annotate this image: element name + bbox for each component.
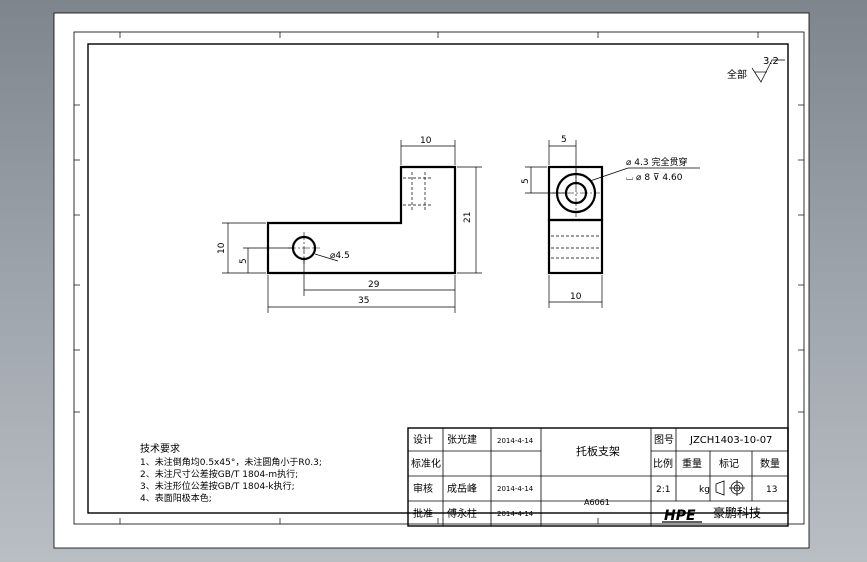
- tb-approve-name: 傅永柱: [447, 507, 477, 520]
- technical-notes: 技术要求 1、未注倒角均0.5x45°，未注圆角小于R0.3; 2、未注尺寸公差…: [140, 442, 322, 504]
- dim-side-width: 10: [570, 292, 582, 302]
- company-logo: HPE: [662, 508, 702, 524]
- dim-side-hole-height: 5: [521, 178, 531, 184]
- tb-design-name: 张光建: [447, 433, 477, 446]
- notes-title: 技术要求: [140, 442, 180, 455]
- notes-line-1: 1、未注倒角均0.5x45°，未注圆角小于R0.3;: [140, 456, 322, 468]
- sheet-paper: [53, 12, 810, 549]
- notes-line-3: 3、未注形位公差按GB/T 1804-k执行;: [140, 480, 295, 492]
- title-block: 设计 张光建 2014-4-14 标准化 审核 成岳峰 2014-4-14 批准…: [407, 427, 789, 527]
- tb-qty-label: 数量: [760, 457, 780, 470]
- zone-ticks: [74, 32, 804, 524]
- side-hole-callout-2: ⌴ ⌀ 8 ⊽ 4.60: [626, 173, 683, 183]
- tb-qty: 13: [766, 485, 777, 495]
- tb-check-date: 2014-4-14: [497, 485, 534, 493]
- notes-line-2: 2、未注尺寸公差按GB/T 1804-m执行;: [140, 468, 298, 480]
- dim-front-total-height: 21: [463, 212, 473, 223]
- tb-weight-label: 重量: [682, 457, 702, 470]
- tb-design-label: 设计: [413, 433, 433, 446]
- roughness-value: 3.2: [763, 56, 779, 67]
- dim-front-left-height: 10: [217, 242, 227, 254]
- dim-front-hole-offset: 29: [368, 280, 380, 290]
- tb-approve-date: 2014-4-14: [497, 510, 534, 518]
- tb-approve-label: 批准: [413, 507, 433, 520]
- tb-weight-unit: kg: [699, 485, 710, 495]
- tb-design-date: 2014-4-14: [497, 437, 534, 445]
- tb-mark-label: 标记: [719, 458, 739, 470]
- dim-front-hole-height: 5: [239, 258, 249, 264]
- tb-drawing-no: JZCH1403-10-07: [689, 435, 772, 446]
- tb-company: 豪鹏科技: [713, 505, 761, 520]
- side-view: 5 5 10 ⌀ 4.3 完全贯穿 ⌴ ⌀ 8 ⊽ 4.60: [521, 135, 700, 308]
- logo-text: HPE: [664, 508, 696, 524]
- tb-material: A6061: [584, 498, 610, 507]
- roughness-symbol: 全部 3.2: [727, 56, 785, 83]
- front-hole-dia: ⌀4.5: [330, 251, 350, 261]
- dim-front-total-width: 35: [358, 296, 369, 306]
- tb-std-label: 标准化: [411, 457, 441, 470]
- dim-front-top-width: 10: [420, 136, 432, 146]
- tb-check-label: 审核: [413, 482, 433, 495]
- roughness-label: 全部: [727, 68, 747, 81]
- front-view: 10 10 5 21 29 35 ⌀4.5: [217, 136, 482, 313]
- dim-side-top-width: 5: [561, 135, 567, 145]
- projection-symbol-icon: [715, 480, 745, 496]
- tb-scale-label: 比例: [653, 457, 673, 470]
- notes-line-4: 4、表面阳极本色;: [140, 492, 212, 504]
- sheet-outer-frame: [73, 31, 805, 525]
- tb-check-name: 成岳峰: [447, 483, 477, 495]
- tb-scale: 2:1: [656, 485, 670, 495]
- side-hole-callout-1: ⌀ 4.3 完全贯穿: [626, 156, 687, 168]
- front-view-outline: [266, 165, 457, 275]
- side-view-bottom-block: [547, 218, 604, 275]
- tb-part-name: 托板支架: [576, 444, 620, 458]
- tb-drawing-no-label: 图号: [654, 434, 674, 446]
- sheet-inner-frame: [87, 43, 789, 514]
